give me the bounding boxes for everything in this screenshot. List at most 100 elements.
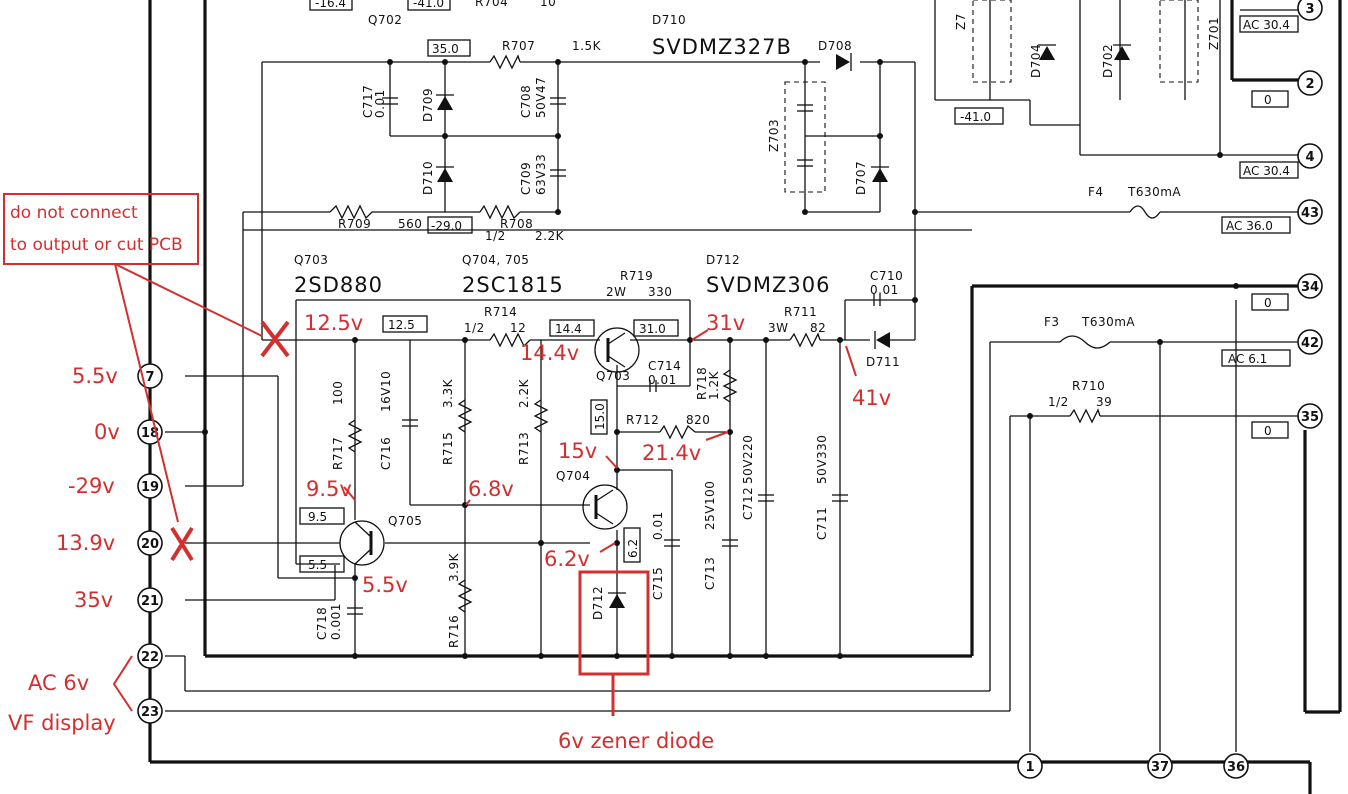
v-box-35: 35.0 [432, 42, 459, 56]
ann-v-pin19: -29v [68, 474, 115, 498]
label-c716-val: 16V10 [379, 371, 393, 412]
connector-bottom-1: 1 [1017, 753, 1043, 779]
transistor-q704 [582, 484, 628, 530]
connector-right-42: 42 [1297, 329, 1323, 355]
label-r710: R710 [1072, 379, 1105, 393]
ac-box-6-1: AC 6.1 [1228, 352, 1267, 366]
svg-text:34: 34 [1301, 280, 1319, 295]
label-z703: Z703 [767, 119, 781, 152]
zero-box-2: 0 [1264, 296, 1272, 310]
label-r714: R714 [484, 305, 517, 319]
junction-dots [202, 59, 1239, 659]
label-c708: C708 [519, 85, 533, 118]
label-c718: C718 [315, 607, 329, 640]
label-q703-ref: Q703 [294, 253, 328, 267]
label-r718: R718 [695, 367, 709, 400]
label-c715: C715 [651, 567, 665, 600]
label-c713: C713 [703, 557, 717, 590]
transistor-q703 [594, 327, 640, 373]
label-f4: F4 [1088, 185, 1104, 199]
ann-v-12-5: 12.5v [304, 311, 363, 335]
label-c711: C711 [815, 507, 829, 540]
resistors [329, 54, 1101, 613]
svg-text:35: 35 [1301, 410, 1319, 425]
label-c710-val: 0.01 [870, 283, 899, 297]
label-c711-val: 50V330 [815, 435, 829, 484]
label-r716: R716 [447, 615, 461, 648]
label-f3: F3 [1044, 315, 1060, 329]
label-q704-ref: Q704, 705 [462, 253, 529, 267]
svg-text:20: 20 [141, 537, 159, 552]
label-r712-val: 820 [686, 413, 710, 427]
label-r713: R713 [517, 432, 531, 465]
svg-text:43: 43 [1301, 206, 1319, 221]
svg-text:23: 23 [141, 705, 159, 720]
svg-text:7: 7 [145, 370, 154, 385]
v-box-14-4: 14.4 [555, 322, 582, 336]
label-q704-part: 2SC1815 [462, 273, 564, 297]
connector-left-21: 21 [137, 587, 163, 613]
connector-left-19: 19 [137, 473, 163, 499]
label-r719-val: 330 [648, 285, 672, 299]
svg-text:19: 19 [141, 480, 159, 495]
warning-line-2: to output or cut PCB [10, 235, 183, 255]
label-d710-ref: D710 [652, 13, 686, 27]
label-r708-val: 2.2K [535, 229, 565, 243]
label-d711: D711 [866, 355, 900, 369]
connector-right-43: 43 [1297, 199, 1323, 225]
ann-v-21-4: 21.4v [642, 441, 701, 465]
label-c715-val: 0.01 [651, 511, 665, 540]
zero-box-3: 0 [1264, 424, 1272, 438]
ann-v-41: 41v [852, 386, 891, 410]
label-z701: Z701 [1207, 17, 1221, 50]
label-c713-val: 25V100 [703, 481, 717, 530]
label-r717: R717 [331, 437, 345, 470]
connector-bottom-37: 37 [1147, 753, 1173, 779]
connector-right-2: 2 [1297, 70, 1323, 96]
label-d712: D712 [591, 586, 605, 620]
svg-text:22: 22 [141, 650, 159, 665]
connector-left-20: 20 [137, 530, 163, 556]
label-r718-val: 1.2K [707, 370, 721, 400]
ground-bus [148, 0, 1342, 794]
ann-v-pin18: 0v [94, 420, 120, 444]
ann-v-6-2: 6.2v [544, 547, 590, 571]
v-box-neg29: -29.0 [431, 219, 462, 233]
component-labels: Q702 D710 SVDMZ327B D708 R707 1.5K C717 … [294, 13, 1221, 648]
v-box-15: 15.0 [593, 403, 607, 430]
svg-text:21: 21 [141, 594, 159, 609]
label-f3-val: T630mA [1081, 315, 1135, 329]
shield-boxes [784, 0, 1199, 193]
fuses [1059, 205, 1161, 349]
v-box-31: 31.0 [639, 322, 666, 336]
svg-text:1: 1 [1025, 760, 1034, 775]
clipped-r704: R704 [475, 0, 508, 9]
connector-left-22: 22 [137, 643, 163, 669]
label-q702: Q702 [368, 13, 402, 27]
label-r714-val: 12 [510, 321, 526, 335]
label-c714-val: 0.01 [648, 373, 677, 387]
label-r713-val: 2.2K [517, 378, 531, 408]
red-annotations: do not connect to output or cut PCB 5.5v… [3, 193, 891, 753]
label-d712-part: SVDMZ306 [706, 273, 830, 297]
label-r715: R715 [441, 432, 455, 465]
label-r711-val: 82 [810, 321, 826, 335]
ann-v-pin20: 13.9v [56, 531, 115, 555]
wiring [165, 0, 1300, 752]
connector-right-3: 3 [1297, 0, 1323, 21]
transistor-q705 [339, 520, 385, 566]
label-r709: R709 [338, 217, 371, 231]
label-r715-val: 3.3K [441, 378, 455, 408]
clipped-value-a: -16.4 [315, 0, 346, 10]
label-c709-val: 63V33 [534, 154, 548, 195]
label-f4-val: T630mA [1127, 185, 1181, 199]
label-r709-val: 560 [398, 217, 422, 231]
label-c712-val: 50V220 [741, 435, 755, 484]
connector-right-35: 35 [1297, 403, 1323, 429]
clipped-r704-val: 10 [540, 0, 556, 9]
voltage-boxes: -16.4 -41.0 R704 10 35.0 -29.0 -41.0 12.… [299, 0, 1299, 573]
label-c708-val: 50V47 [534, 77, 548, 118]
label-c714: C714 [648, 359, 681, 373]
v-box-9-5: 9.5 [308, 510, 327, 524]
